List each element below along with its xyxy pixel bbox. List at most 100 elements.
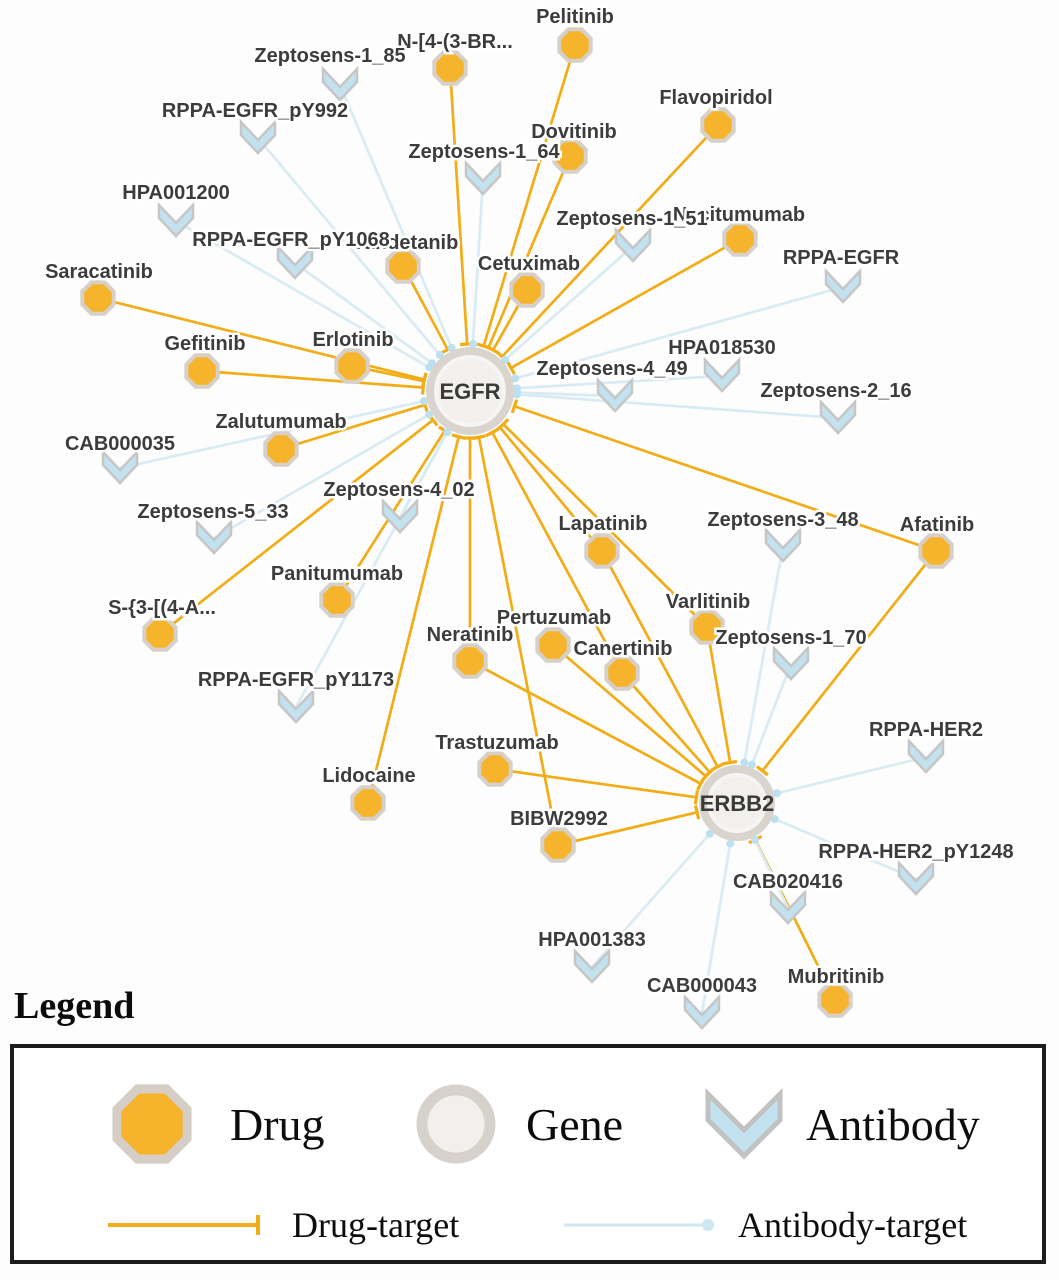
antibody-label: HPA001200 bbox=[122, 182, 229, 204]
drug-label: Zalutumumab bbox=[215, 411, 346, 433]
drug-node-panitumumab[interactable] bbox=[319, 582, 355, 618]
antibody-label: Zeptosens-1_70 bbox=[715, 627, 866, 649]
drug-node-neratinib[interactable] bbox=[452, 643, 488, 679]
drug-node-saracatinib[interactable] bbox=[80, 280, 116, 316]
drug-node-lidocaine[interactable] bbox=[350, 785, 386, 821]
edge-drug-target-canertinib bbox=[485, 427, 624, 674]
edge-antibody-target-zeptosens-1-85 bbox=[338, 84, 456, 352]
drug-label: Varlitinib bbox=[666, 591, 750, 613]
edge-drug-target-necitumumab bbox=[506, 237, 741, 375]
antibody-node-zeptosens-2-16[interactable] bbox=[819, 398, 857, 435]
edge-antibody-target-zeptosens-1-51 bbox=[501, 244, 634, 364]
drug-node-cetuximab[interactable] bbox=[509, 272, 545, 308]
antibody-node-hpa001383[interactable] bbox=[573, 947, 611, 984]
edge-antibody-target-hpa018530 bbox=[512, 374, 723, 393]
antibody-label: Zeptosens-1_51 bbox=[556, 208, 707, 230]
antibody-node-zeptosens-5-33[interactable] bbox=[195, 518, 233, 555]
drug-target-edge-icon bbox=[108, 1215, 260, 1235]
edge-antibody-target-zeptosens-1-64 bbox=[468, 178, 485, 349]
drug-label: Vandetanib bbox=[352, 232, 459, 254]
edge-drug-target-pertuzumab bbox=[552, 643, 712, 783]
edge-drug-target-neratinib bbox=[469, 659, 706, 791]
legend-gene-label: Gene bbox=[526, 1098, 624, 1150]
drug-node-vandetanib[interactable] bbox=[385, 248, 421, 284]
edge-antibody-target-rppa-egfr-py1068 bbox=[294, 261, 437, 368]
edge-antibody-target-hpa001383 bbox=[590, 829, 714, 968]
legend-antibody-target-label: Antibody-target bbox=[738, 1205, 968, 1245]
drug-label: Cetuximab bbox=[478, 253, 580, 275]
antibody-node-zeptosens-1-85[interactable] bbox=[321, 65, 359, 102]
antibody-node-rppa-her2-py1248[interactable] bbox=[897, 859, 935, 896]
legend-drug-label: Drug bbox=[230, 1098, 325, 1150]
drug-icon bbox=[112, 1084, 192, 1164]
drug-node-mubritinib[interactable] bbox=[817, 982, 853, 1018]
antibody-label: Zeptosens-1_64 bbox=[408, 141, 560, 163]
antibody-node-rppa-her2[interactable] bbox=[907, 737, 945, 774]
edge-drug-target-saracatinib bbox=[97, 296, 428, 387]
drug-label: Afatinib bbox=[900, 514, 974, 536]
antibody-node-zeptosens-3-48[interactable] bbox=[764, 526, 802, 563]
edge-antibody-target-rppa-egfr-py1173 bbox=[294, 428, 452, 708]
gene-node-erbb2[interactable] bbox=[699, 765, 775, 841]
antibody-node-rppa-egfr-py1068[interactable] bbox=[276, 243, 314, 280]
edge-drug-target-trastuzumab bbox=[494, 767, 699, 805]
drug-node-varlitinib[interactable] bbox=[689, 609, 725, 645]
antibody-node-zeptosens-4-02[interactable] bbox=[381, 497, 419, 534]
edge-drug-target-varlitinib bbox=[497, 418, 708, 628]
edge-drug-target-lapatinib bbox=[600, 550, 725, 772]
antibody-node-cab000035[interactable] bbox=[101, 448, 139, 485]
drug-label: Lidocaine bbox=[322, 765, 415, 787]
antibody-node-zeptosens-4-49[interactable] bbox=[596, 376, 634, 413]
drug-node-pelitinib[interactable] bbox=[557, 27, 593, 63]
drug-node-trastuzumab[interactable] bbox=[477, 751, 513, 787]
antibody-node-rppa-egfr-py992[interactable] bbox=[239, 118, 277, 155]
edge-antibody-target-cab000043 bbox=[700, 839, 735, 1014]
antibody-node-cab020416[interactable] bbox=[769, 888, 807, 925]
edge-antibody-target-rppa-egfr-py992 bbox=[256, 137, 444, 359]
drug-node-gefitinib[interactable] bbox=[184, 353, 220, 389]
drug-node-lapatinib[interactable] bbox=[584, 533, 620, 569]
drug-node-flavopiridol[interactable] bbox=[700, 107, 736, 143]
antibody-label: CAB000043 bbox=[647, 975, 757, 997]
antibody-node-zeptosens-1-70[interactable] bbox=[772, 644, 810, 681]
edge-drug-target-bibw2992 bbox=[471, 434, 560, 846]
antibody-node-hpa018530[interactable] bbox=[703, 356, 741, 393]
drug-node-bibw2992[interactable] bbox=[540, 827, 576, 863]
antibody-label: CAB000035 bbox=[65, 433, 175, 455]
antibody-label: RPPA-EGFR_pY1173 bbox=[198, 669, 394, 691]
drug-node-erlotinib[interactable] bbox=[334, 348, 370, 384]
edge-drug-target-bibw2992 bbox=[557, 805, 701, 847]
antibody-label: HPA001383 bbox=[538, 929, 645, 951]
antibody-node-zeptosens-1-51[interactable] bbox=[614, 226, 652, 263]
drug-label: S-{3-[(4-A... bbox=[108, 597, 216, 619]
drug-node-zalutumumab[interactable] bbox=[263, 431, 299, 467]
drug-node-s-3-4-a[interactable] bbox=[142, 616, 178, 652]
gene-node-egfr[interactable] bbox=[426, 347, 514, 435]
antibody-node-zeptosens-1-64[interactable] bbox=[464, 159, 502, 196]
antibody-node-hpa001200[interactable] bbox=[157, 201, 195, 238]
antibody-target-edge-icon bbox=[564, 1219, 714, 1231]
gene-label: EGFR bbox=[439, 379, 500, 404]
drug-node-necitumumab[interactable] bbox=[722, 221, 758, 257]
antibody-label: Zeptosens-2_16 bbox=[760, 380, 911, 402]
antibody-node-rppa-egfr[interactable] bbox=[824, 267, 862, 304]
drug-node-afatinib[interactable] bbox=[918, 533, 954, 569]
antibody-node-cab000043[interactable] bbox=[683, 993, 721, 1030]
drug-label: Flavopiridol bbox=[659, 87, 772, 109]
antibody-label: Zeptosens-4_49 bbox=[536, 358, 687, 380]
legend-item-drug-target: Drug-target bbox=[106, 1204, 459, 1246]
edge-antibody-target-hpa001200 bbox=[175, 219, 434, 372]
drug-node-canertinib[interactable] bbox=[604, 655, 640, 691]
drug-label: Dovitinib bbox=[531, 121, 617, 143]
legend-item-drug: Drug bbox=[102, 1074, 325, 1174]
drug-label: Saracatinib bbox=[45, 261, 153, 283]
antibody-label: Zeptosens-1_85 bbox=[254, 45, 405, 67]
antibody-label: HPA018530 bbox=[668, 337, 775, 359]
antibody-label: RPPA-EGFR bbox=[783, 247, 900, 269]
antibody-node-rppa-egfr-py1173[interactable] bbox=[277, 687, 315, 724]
antibody-label: RPPA-EGFR_pY992 bbox=[162, 100, 348, 122]
legend-item-gene: Gene bbox=[410, 1078, 623, 1170]
drug-node-dovitinib[interactable] bbox=[552, 138, 588, 174]
drug-node-pertuzumab[interactable] bbox=[535, 627, 571, 663]
drug-node-n-4-3-br[interactable] bbox=[432, 50, 468, 86]
